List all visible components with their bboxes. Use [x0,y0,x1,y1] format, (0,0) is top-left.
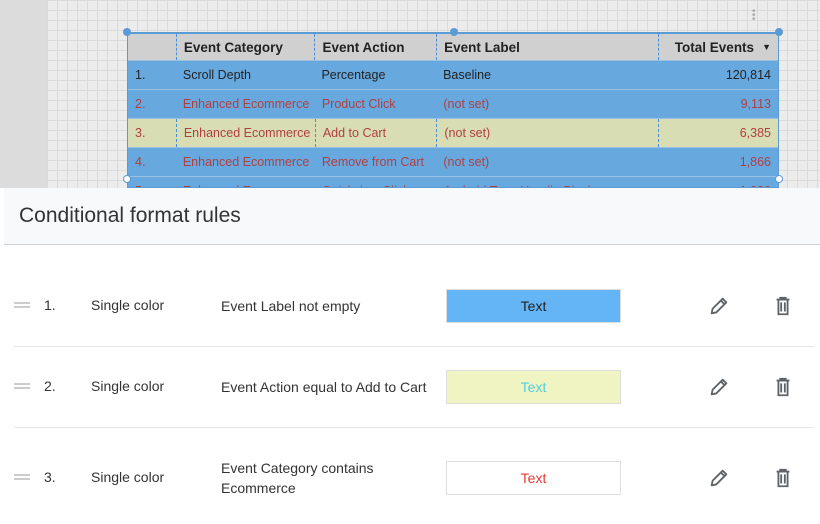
cell-event-label: (not set) [443,97,490,111]
rule-type: Single color [91,378,165,394]
rule-condition: Event Label not empty [221,298,361,314]
cell-total-events: 6,385 [658,119,778,147]
cell-event-category: Enhanced Ecommerce [182,155,310,169]
resize-handle[interactable] [775,175,783,183]
table-header: Event Category Event Action Event Label … [128,34,778,61]
cell-total-events: 120,814 [725,68,772,82]
row-number: 4. [135,155,146,169]
drag-handle-icon[interactable] [14,302,30,308]
resize-handle[interactable] [123,28,131,36]
resize-handle[interactable] [123,175,131,183]
rule-number: 1. [44,297,56,313]
data-table[interactable]: Event Category Event Action Event Label … [127,32,779,188]
row-number: 5. [128,177,176,187]
cell-event-category: Scroll Depth [182,68,251,82]
cell-event-action: Percentage [321,68,386,82]
drag-handle-icon[interactable] [14,474,30,480]
row-number: 2. [135,97,146,111]
trash-icon[interactable] [772,467,794,489]
table-row[interactable]: 3. Enhanced Ecommerce Add to Cart (not s… [128,119,778,148]
row-number: 3. [135,126,146,140]
divider [14,346,814,347]
pencil-icon[interactable] [708,295,730,317]
table-row[interactable]: 2. Enhanced Ecommerce Product Click (not… [128,90,778,119]
table-row[interactable]: 4. Enhanced Ecommerce Remove from Cart (… [128,148,778,177]
cell-event-action: Quickview Click [315,177,437,187]
cell-event-category: Enhanced Ecommerce [176,177,315,187]
header-index [128,34,176,60]
cell-event-category: Enhanced Ecommerce [175,119,315,147]
cell-total-events: 1,320 [658,177,778,187]
cell-event-label: Baseline [443,68,492,82]
header-total-events[interactable]: Total Events ▼ [658,34,778,60]
cell-event-action: Add to Cart [314,119,437,147]
table-row[interactable]: 5. Enhanced Ecommerce Quickview Click An… [128,177,778,187]
left-panel [0,0,47,188]
cell-total-events: 1,866 [739,155,771,169]
cell-event-action: Product Click [321,97,396,111]
rule-condition: Event Category contains Ecommerce [221,460,374,496]
more-options-icon[interactable]: ••• [752,6,756,25]
rule-number: 2. [44,378,56,394]
caret-down-icon: ▼ [762,42,771,52]
cell-event-label: (not set) [436,119,658,147]
header-event-label[interactable]: Event Label [436,34,658,60]
rule-type: Single color [91,469,165,485]
cell-total-events: 9,113 [740,97,771,111]
resize-handle[interactable] [775,28,783,36]
header-event-action[interactable]: Event Action [314,34,436,60]
header-total-events-label: Total Events [674,39,755,55]
drag-handle-icon[interactable] [14,383,30,389]
pencil-icon[interactable] [708,376,730,398]
conditional-format-panel: Conditional format rules 1. Single color… [0,188,820,524]
cell-event-action: Remove from Cart [321,155,424,169]
panel-title: Conditional format rules [4,188,820,245]
trash-icon[interactable] [772,376,794,398]
rule-style-preview: Text [446,461,621,495]
rule-condition: Event Action equal to Add to Cart [221,379,427,395]
row-number: 1. [135,68,146,82]
trash-icon[interactable] [772,295,794,317]
pencil-icon[interactable] [708,467,730,489]
cell-event-category: Enhanced Ecommerce [182,97,310,111]
rule-style-preview: Text [446,289,621,323]
table-row[interactable]: 1. Scroll Depth Percentage Baseline 120,… [128,61,778,90]
header-event-category[interactable]: Event Category [175,34,315,60]
rule-style-preview: Text [446,370,621,404]
cell-event-label: (not set) [443,155,490,169]
resize-handle[interactable] [450,28,458,36]
rule-number: 3. [44,469,56,485]
cell-event-label: Android Tone Hoodie Black [436,177,658,187]
divider [14,427,814,428]
rule-type: Single color [91,297,165,313]
